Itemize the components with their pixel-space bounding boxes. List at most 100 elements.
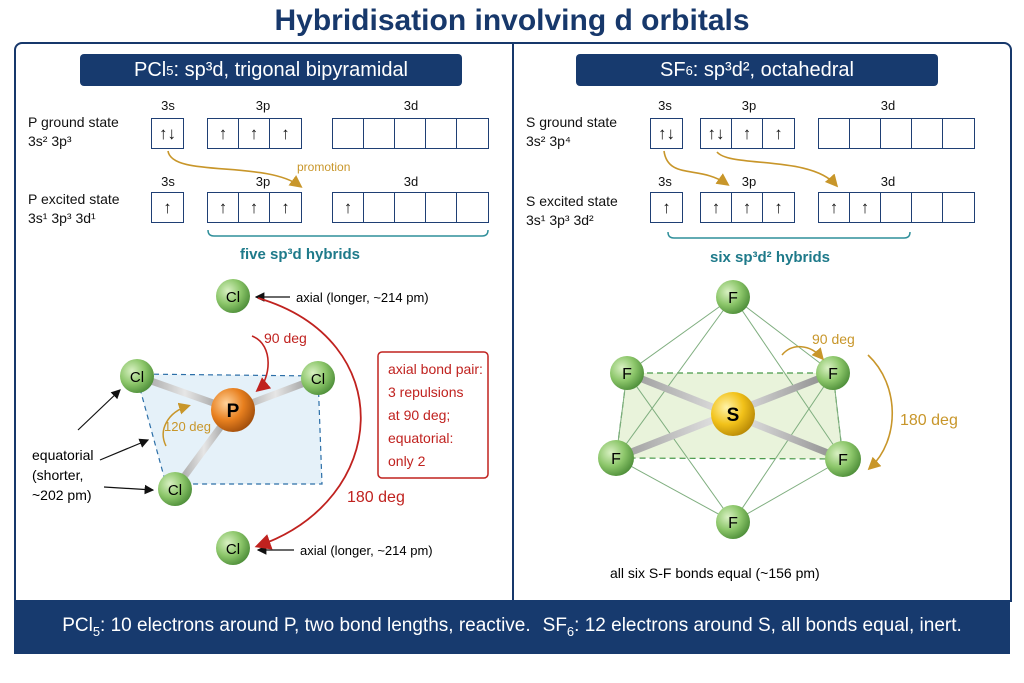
orbital-box-3d: ↑↑ [818,192,975,223]
orbital-box-3s: ↑ [650,192,683,223]
orbital-box-3p: ↑↑↑ [207,192,302,223]
heading-3p: 3p [255,174,271,189]
angle-180-arc [867,354,894,471]
heading-3s: 3s [658,98,672,113]
orbital-cell: ↑ [662,197,671,217]
hybrids-label: six sp³d² hybrids [710,249,831,266]
orbital-cell: ↑ [774,197,783,217]
central-atom [211,388,255,432]
orbital-cell: ↑↓ [159,123,176,143]
orbital-cell [426,193,457,222]
hybrid-bracket [207,229,489,237]
orbital-cell: ↑ [850,193,881,222]
orbital-cell [850,119,881,148]
ligand-atom [120,359,154,393]
orbital-cell [364,193,395,222]
heading-3d: 3d [403,174,419,189]
orbital-box-3s: ↑↓ [151,118,184,149]
orbital-box-3p: ↑↑↑ [207,118,302,149]
atom-label: Cl [226,541,240,558]
orbital-cell [426,119,457,148]
orbital-cell [912,119,943,148]
angle-90-arc [781,346,824,361]
atom-label: F [728,515,738,532]
central-atom-label: P [227,401,240,422]
heading-3p: 3p [741,174,757,189]
orbital-box-3d [818,118,975,149]
heading-3d: 3d [880,98,896,113]
hybrids-label: five sp³d hybrids [240,246,361,263]
axial-label-bottom: axial (longer, ~214 pm) [300,543,433,558]
angle-180-label: 180 deg [347,489,405,506]
note-text: axial bond pair: 3 repulsions at 90 deg;… [388,361,487,469]
promotion-arrow [167,150,303,188]
orbital-box-3d: ↑ [332,192,489,223]
atom-label: F [728,290,738,307]
orbital-box-3s: ↑ [151,192,184,223]
heading-3s: 3s [658,174,672,189]
ligand-atom [816,356,850,390]
ligand-atom [301,361,335,395]
orbital-cell [395,119,426,148]
angle-90-label: 90 deg [264,330,307,346]
atom-label: Cl [130,369,144,386]
angle-180-label: 180 deg [900,412,958,429]
promotion-label: promotion [297,160,351,174]
promotion-arrow [663,150,730,186]
bond-length-note: all six S-F bonds equal (~156 pm) [610,565,820,581]
orbital-cell: ↑ [333,193,364,222]
summary-footer: PCl5: 10 electrons around P, two bond le… [14,600,1010,654]
angle-90-label: 90 deg [812,331,855,347]
heading-3s: 3s [161,98,175,113]
atom-label: F [622,366,632,383]
orbital-box-3d [332,118,489,149]
orbital-cell: ↑ [732,119,763,148]
pointer-arrow [103,484,155,495]
orbital-cell [881,193,912,222]
summary-pcl5: PCl5: 10 electrons around P, two bond le… [62,615,531,639]
ligand-atom [716,505,750,539]
orbital-cell: ↑ [732,193,763,222]
orbital-box-3p: ↑↓↑↑ [700,118,795,149]
promotion-arrow [716,151,839,188]
orbital-cell [333,119,364,148]
orbital-box-3p: ↑↑↑ [700,192,795,223]
ligand-atom [216,531,250,565]
heading-3p: 3p [255,98,271,113]
summary-sf6: SF6: 12 electrons around S, all bonds eq… [542,615,962,639]
orbital-cell [819,119,850,148]
angle-120-arc [162,402,191,447]
atom-label: Cl [226,289,240,306]
note-box [377,351,489,479]
ligand-atom [610,356,644,390]
orbital-cell: ↑ [819,193,850,222]
atom-label: F [611,451,621,468]
axial-label-top: axial (longer, ~214 pm) [296,290,429,305]
heading-3d: 3d [880,174,896,189]
orbital-cell: ↑ [701,193,732,222]
atom-label: Cl [168,482,182,499]
angle-90-arc [251,335,272,393]
ligand-atom [598,440,634,476]
orbital-cell: ↑ [281,123,290,143]
heading-3d: 3d [403,98,419,113]
orbital-cell: ↑ [208,193,239,222]
ligand-atom [216,279,250,313]
angle-180-arc [254,297,362,550]
orbital-cell: ↑ [239,119,270,148]
orbital-cell: ↑ [774,123,783,143]
orbital-cell: ↑ [239,193,270,222]
atom-label: F [838,452,848,469]
central-atom-label: S [727,405,740,426]
orbital-cell: ↑↓ [658,123,675,143]
ligand-atom [158,472,192,506]
orbital-cell: ↑↓ [701,119,732,148]
orbital-cell: ↑ [163,197,172,217]
atom-label: Cl [311,371,325,388]
